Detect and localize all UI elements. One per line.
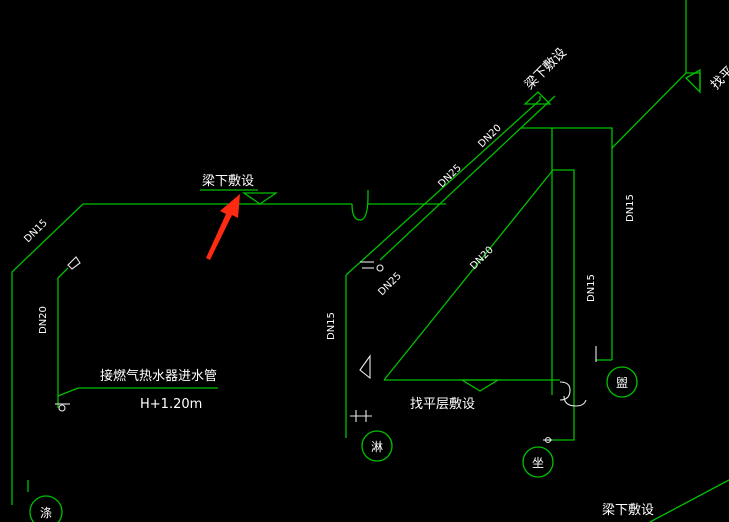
fixture-shower-circle bbox=[361, 430, 393, 462]
dn-label-center-small: DN25 bbox=[376, 271, 404, 299]
fixture-toilet-circle bbox=[522, 446, 554, 478]
trap-icon-2 bbox=[559, 381, 587, 407]
faucet-icon bbox=[55, 403, 70, 412]
leveling-right-label: 找平 bbox=[708, 64, 729, 93]
valve-icon bbox=[67, 256, 81, 270]
pipe-left-inner bbox=[57, 267, 69, 408]
pipe-dn25-diag bbox=[379, 95, 556, 261]
fixture-mop-circle bbox=[29, 495, 63, 522]
fixture-toilet-label: 坐 bbox=[532, 456, 544, 470]
toilet-valve-icon bbox=[543, 436, 552, 444]
pipe-upper-diag bbox=[611, 0, 687, 149]
support-triangle-4 bbox=[684, 68, 701, 94]
pipe-top-right bbox=[521, 127, 613, 360]
red-arrow-icon bbox=[206, 194, 240, 260]
shower-valve-icon bbox=[350, 354, 372, 422]
beam-lay-label-1: 梁下敷设 bbox=[202, 174, 254, 189]
center-pipe-run bbox=[345, 0, 729, 522]
pipe-heater-branch bbox=[57, 387, 218, 397]
dn-label-triangle-dn20: DN20 bbox=[468, 245, 496, 273]
trap-icon bbox=[351, 190, 446, 221]
fixture-mop-label: 涤 bbox=[40, 506, 52, 520]
dn-label-left-diag: DN15 bbox=[22, 218, 50, 246]
heater-inlet-label: 接燃气热水器进水管 bbox=[100, 368, 217, 384]
fixture-basin-circle bbox=[606, 366, 638, 398]
height-label: H+1.20m bbox=[140, 397, 202, 412]
pipe-main-diagonal bbox=[345, 96, 541, 276]
beam-lay-label-2: 梁下敷设 bbox=[522, 45, 569, 92]
pipe-left-outer bbox=[11, 203, 352, 505]
fixture-basin-label: 盥 bbox=[616, 376, 628, 390]
pipe-big-triangle bbox=[383, 169, 575, 390]
beam-lay-label-3: 梁下敷设 bbox=[602, 503, 654, 518]
dn-label-mid-vert: DN15 bbox=[586, 274, 597, 302]
support-triangle-3 bbox=[523, 91, 552, 105]
dn-label-right-vert: DN15 bbox=[625, 194, 636, 222]
pipe-lower-right bbox=[649, 479, 729, 522]
pipe-right-edge bbox=[686, 72, 701, 90]
support-triangle-1 bbox=[241, 192, 279, 205]
support-triangle-2 bbox=[459, 379, 501, 392]
pipe-toilet-branch bbox=[548, 390, 575, 441]
fixture-shower-label: 淋 bbox=[371, 440, 383, 454]
center-valve-icon bbox=[360, 261, 384, 272]
dn-label-shower-riser: DN15 bbox=[326, 312, 337, 340]
leveling-lay-label: 找平层敷设 bbox=[410, 397, 475, 412]
left-pipe-run bbox=[11, 203, 352, 505]
dn-label-left-vert: DN20 bbox=[38, 306, 49, 334]
